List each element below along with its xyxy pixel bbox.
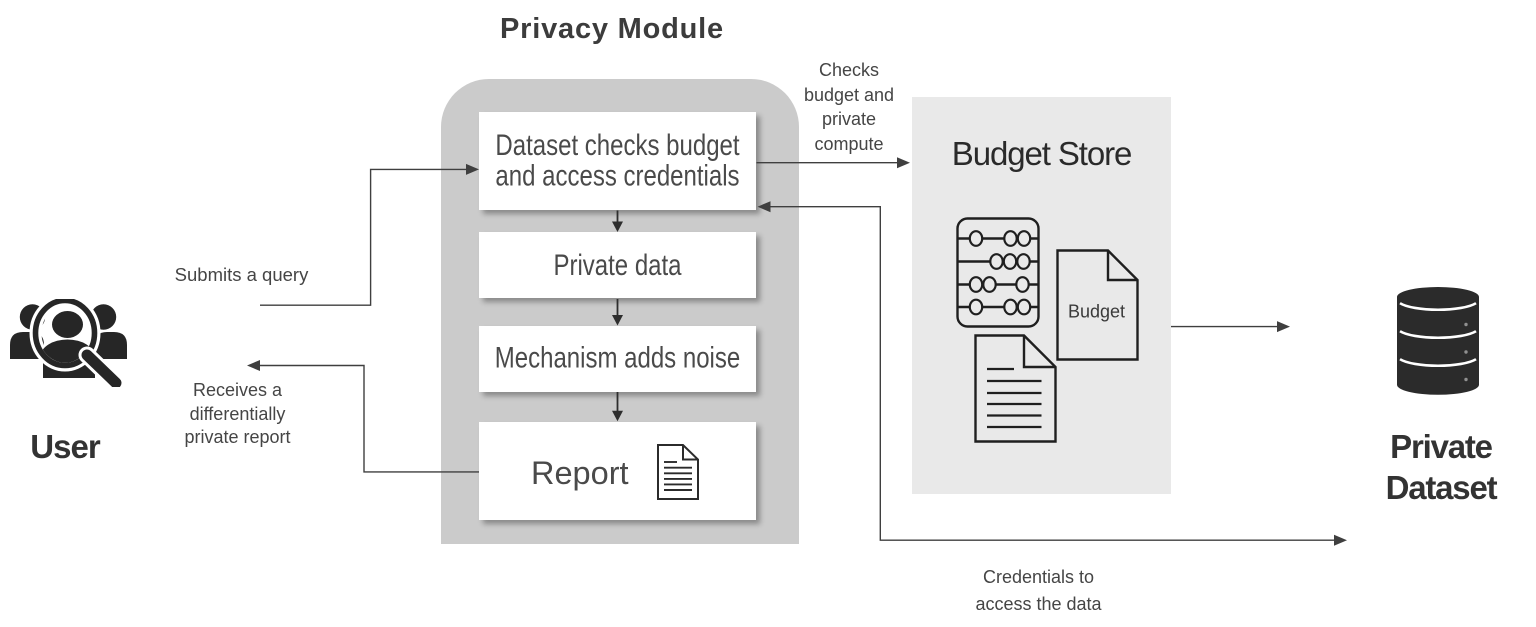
svg-text:Budget: Budget (1068, 302, 1125, 322)
